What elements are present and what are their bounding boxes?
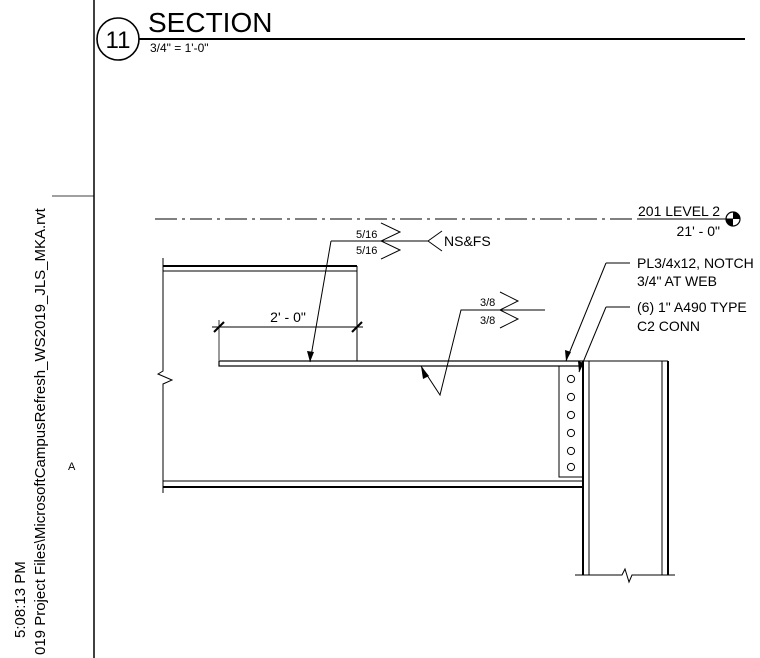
bolt-callout-leader — [578, 306, 630, 373]
shear-tab — [558, 365, 584, 478]
bolts-callout-line1: (6) 1" A490 TYPE — [637, 299, 747, 315]
weld-symbol-lower: 3/8 3/8 — [420, 291, 545, 397]
bolt-hole — [566, 428, 576, 438]
bolt-group — [566, 374, 576, 472]
timestamp-text: 5:08:13 PM — [12, 561, 29, 638]
steel-plate — [218, 360, 584, 367]
dimension-text: 2' - 0" — [270, 309, 306, 325]
steel-column — [575, 360, 675, 584]
weld-size-upper-bottom: 5/16 — [356, 245, 377, 257]
dimension-line — [212, 320, 363, 360]
bolt-hole — [566, 374, 576, 384]
plate-callout-line1: PL3/4x12, NOTCH — [637, 255, 754, 271]
bolts-callout-line2: C2 CONN — [637, 318, 700, 334]
bolt-hole — [566, 392, 576, 402]
weld-size-upper-top: 5/16 — [356, 229, 377, 241]
level-elevation: 21' - 0" — [677, 223, 720, 239]
file-path-text: 019 Project Files\MicrosoftCampusRefresh… — [32, 207, 49, 655]
bolt-hole — [566, 410, 576, 420]
bolt-hole — [566, 446, 576, 456]
beam-break-line — [156, 258, 174, 493]
plate-callout-line2: 3/4" AT WEB — [637, 273, 717, 289]
weld-size-lower-top: 3/8 — [480, 297, 495, 309]
weld-size-lower-bottom: 3/8 — [480, 315, 495, 327]
plate-callout-leader — [565, 262, 630, 362]
level-datum-icon — [725, 211, 741, 227]
steel-beam — [156, 258, 583, 493]
grid-letter: A — [68, 461, 76, 473]
page-title: SECTION — [148, 7, 272, 38]
level-name: 201 LEVEL 2 — [638, 203, 720, 219]
bolt-hole — [566, 462, 576, 472]
scale-note: 3/4" = 1'-0" — [150, 41, 209, 55]
weld-tail-note: NS&FS — [444, 233, 491, 249]
weld-symbol-upper: 5/16 5/16 NS&FS — [307, 222, 491, 363]
detail-number: 11 — [106, 27, 131, 54]
column-break-line — [575, 567, 675, 584]
